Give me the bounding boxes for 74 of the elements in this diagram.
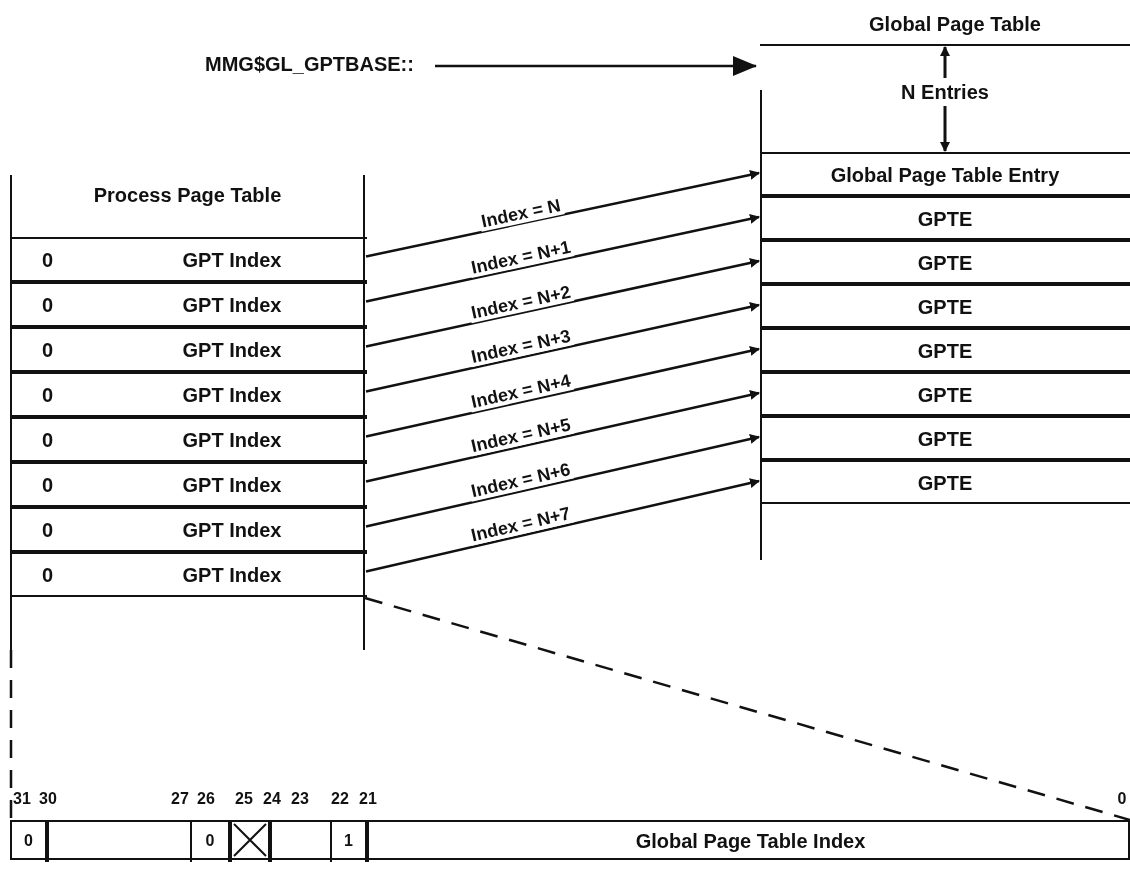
bit-number: 31 [13,789,31,809]
field-name: GPT Index [181,338,283,362]
bit-value: 0 [23,831,34,851]
table-row [760,284,1130,328]
table-row [760,460,1130,504]
entry-name: GPTE [916,295,974,319]
table-row [760,416,1130,460]
table-row [760,196,1130,240]
arrow [365,434,760,528]
arrow [365,170,760,258]
dimension-label: N Entries [901,80,989,104]
bit-number: 26 [197,789,215,809]
entry-name: GPTE [916,427,974,451]
bit-number: 22 [331,789,349,809]
arrow [365,214,760,303]
field-name: GPT Index [181,428,283,452]
entry-name: Global Page Table Entry [829,163,1061,187]
bit-number: 0 [1117,789,1127,809]
table-row [12,327,367,372]
arrow [365,478,760,573]
bit-number: 23 [291,789,309,809]
field-name: GPT Index [181,563,283,587]
arrow [365,302,760,393]
bit-number: 27 [171,789,189,809]
arrow [365,390,760,483]
entry-name: GPTE [916,383,974,407]
table-row [12,417,367,462]
bit-value: 0 [42,248,54,272]
table-row [12,282,367,327]
field-name: GPT Index [181,248,283,272]
dashed-line [9,650,13,820]
entry-name: GPTE [916,207,974,231]
field-name: GPT Index [181,293,283,317]
arrow [365,346,760,438]
bit-value: 0 [42,293,54,317]
field-name: GPT Index [181,518,283,542]
table-row [760,240,1130,284]
dashed-line [364,596,1130,822]
table-heading: Global Page Table [868,12,1042,36]
bit-value: 0 [42,473,54,497]
bit-cell [190,822,230,862]
bit-value: Global Page Table Index [634,829,867,853]
bit-value: 0 [42,428,54,452]
table-row [12,507,367,552]
bit-value: 0 [42,563,54,587]
table-row [760,152,1130,196]
bit-number: 25 [235,789,253,809]
field-name: GPT Index [181,383,283,407]
bit-number: 24 [263,789,281,809]
bit-value: 1 [343,831,354,851]
bit-cell [330,822,367,862]
bit-value: 0 [42,383,54,407]
table-row [12,462,367,507]
bit-value: 0 [42,338,54,362]
table-row [760,328,1130,372]
table-row [12,237,367,282]
symbol-label: MMG$GL_GPTBASE:: [205,50,430,80]
arrow [365,258,760,348]
field-name: GPT Index [181,473,283,497]
entry-name: GPTE [916,251,974,275]
reserved-bit-cell [230,822,270,862]
page-table [10,175,365,650]
bit-value: 0 [204,831,216,851]
bit-number: 21 [359,789,377,809]
table-row [12,552,367,597]
arrow [435,56,757,76]
table-row [12,372,367,417]
entry-name: GPTE [916,471,974,495]
entry-name: GPTE [916,339,974,363]
bit-field [10,820,1130,860]
bit-value: 0 [42,518,54,542]
table-heading: Process Page Table [92,183,283,207]
table-row [760,372,1130,416]
bit-number: 30 [39,789,57,809]
